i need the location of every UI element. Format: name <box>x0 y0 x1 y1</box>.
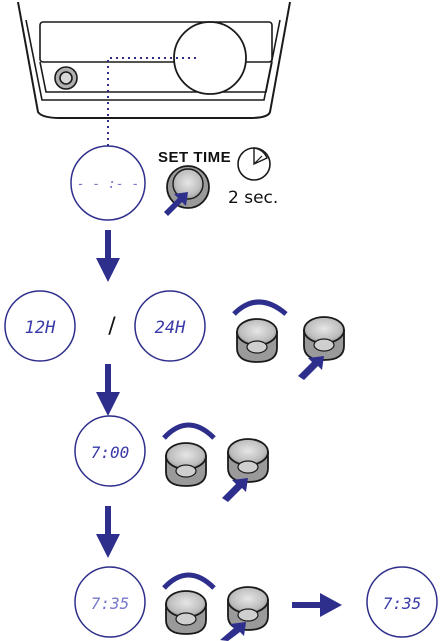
set-time-label: SET TIME <box>158 149 231 166</box>
right-arrow-icon <box>292 593 342 617</box>
down-arrow-icon <box>96 230 120 282</box>
rotate-knob[interactable] <box>165 442 207 487</box>
rotate-knob[interactable] <box>236 318 278 363</box>
push-knob[interactable] <box>227 586 269 631</box>
rotate-arrow-icon <box>162 572 216 590</box>
set-time-button[interactable] <box>166 165 210 209</box>
rotate-arrow-icon <box>162 422 216 440</box>
display-circle-step4 <box>74 566 146 638</box>
display-step4: 7:35 <box>91 594 130 613</box>
option-12h: 12H <box>25 318 56 338</box>
display-circle-step1 <box>70 145 146 221</box>
display-circle-24h <box>134 290 206 362</box>
down-arrow-icon <box>96 506 120 558</box>
option-24h: 24H <box>155 318 186 338</box>
display-step1: - - :- - <box>77 177 140 192</box>
push-arrow-icon <box>164 192 188 216</box>
rotate-knob[interactable] <box>165 590 207 635</box>
display-circle-result <box>366 566 438 638</box>
timer-icon <box>237 147 271 181</box>
format-separator: / <box>108 314 116 339</box>
rotate-arrow-icon <box>232 299 288 316</box>
push-knob[interactable] <box>227 438 269 483</box>
radio-device-icon <box>17 1 291 119</box>
display-circle-12h <box>4 290 76 362</box>
display-step3: 7:00 <box>91 443 130 462</box>
display-result: 7:35 <box>383 594 422 613</box>
down-arrow-icon <box>96 364 120 416</box>
push-knob[interactable] <box>303 316 345 361</box>
hold-duration-label: 2 sec. <box>228 188 278 208</box>
push-arrow-icon <box>222 478 248 502</box>
push-arrow-icon <box>220 622 246 641</box>
push-arrow-icon <box>298 356 324 380</box>
display-circle-step3 <box>74 415 146 487</box>
